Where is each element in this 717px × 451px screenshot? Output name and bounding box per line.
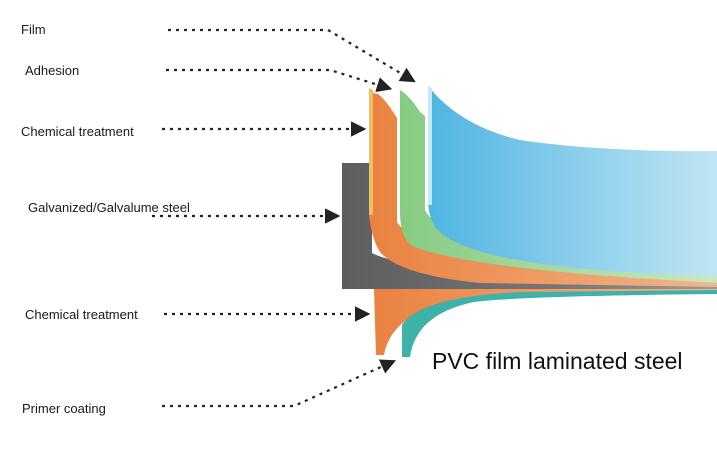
- label-steel: Galvanized/Galvalume steel: [28, 200, 190, 215]
- label-chemical-treatment-bottom: Chemical treatment: [25, 307, 138, 322]
- label-chemical-treatment-top: Chemical treatment: [21, 124, 134, 139]
- label-adhesion: Adhesion: [25, 63, 80, 78]
- film-layer: [428, 86, 717, 276]
- chemical-treatment-top-layer: [369, 88, 717, 287]
- diagram-title: PVC film laminated steel: [432, 348, 683, 374]
- adhesion-pointer: [166, 68, 393, 93]
- label-film: Film: [21, 22, 46, 37]
- steel-layer: [342, 163, 717, 289]
- label-primer-coating: Primer coating: [22, 401, 106, 416]
- chemical-treatment-bottom-layer: [374, 289, 717, 355]
- film-pointer: [168, 28, 416, 83]
- chemical-treatment-edge: [369, 88, 373, 215]
- film-edge: [428, 86, 432, 205]
- primer-pointer: [162, 359, 397, 408]
